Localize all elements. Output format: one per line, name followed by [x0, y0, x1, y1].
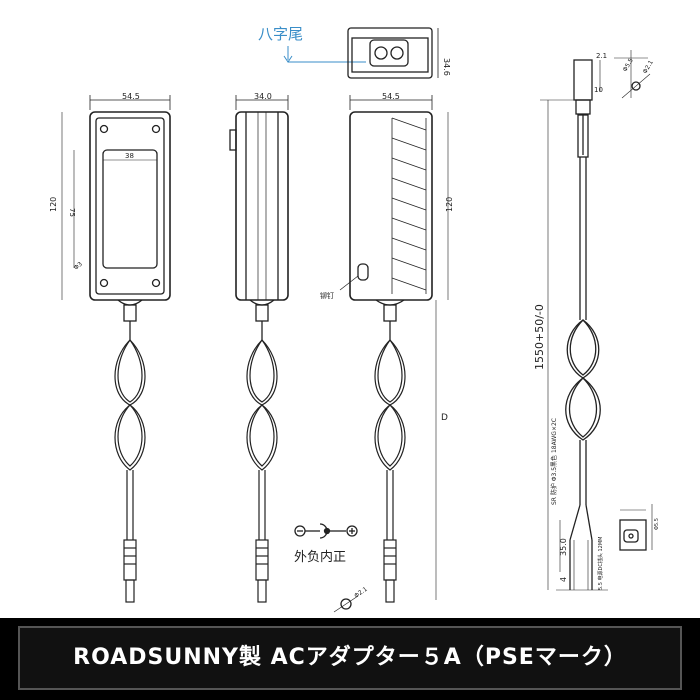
top-dim-21b: Φ2.1 — [642, 59, 655, 75]
product-title: ROADSUNNY製 ACアダプター５A（PSEマーク） — [18, 626, 682, 690]
hole-dim: Φ3 — [73, 261, 84, 272]
top-dim-10: 10 — [594, 86, 603, 94]
cable-spec-note: SR 防护 Φ3.5黑色 18AWG×2C — [550, 418, 558, 505]
side-view: 34.0 — [229, 92, 289, 340]
socket-height-dim: 34.6 — [442, 58, 451, 76]
back-view: 54.5 铆钉 120 — [320, 92, 454, 340]
plug-length-dim: 35.0 — [559, 538, 568, 556]
plug-small-note: Φ5.5 — [654, 518, 660, 530]
bottom-note: Φ2.1 — [353, 586, 369, 600]
top-dim-21: 2.1 — [596, 52, 607, 60]
plug-end-symbol: Φ2.1 — [333, 586, 369, 613]
top-dim-55: Φ5.5 — [622, 57, 635, 73]
vent-slots — [391, 117, 427, 294]
polarity-symbol: 外负内正 — [294, 523, 358, 565]
cable-length-dim: 1550+50/-0 — [533, 304, 546, 370]
side-width-dim: 34.0 — [254, 92, 272, 101]
polarity-label: 外负内正 — [294, 549, 346, 565]
cable-d-dim: D — [441, 413, 448, 423]
tip-dim: 4 — [559, 577, 568, 582]
front-height-dim: 120 — [49, 197, 58, 212]
cable-length-view: 2.1 10 Φ5.5 Φ2.1 1550+50/-0 SR 防护 Φ3.5黑色… — [533, 50, 660, 591]
connector-view: 八字尾 34.6 — [258, 25, 451, 79]
back-width-dim: 54.5 — [382, 92, 400, 101]
back-height-dim: 120 — [445, 197, 454, 212]
front-width-dim: 54.5 — [122, 92, 140, 101]
plug-spec-note: 5.5 电源DC插头 12MM — [597, 537, 604, 590]
technical-drawing: 八字尾 34.6 54.5 38 75 120 Φ3 — [49, 25, 660, 613]
connector-type-label: 八字尾 — [258, 25, 303, 43]
front-view: 54.5 38 75 120 Φ3 — [49, 92, 171, 340]
inner-height-dim: 75 — [68, 208, 76, 217]
cable-coils: D — [114, 300, 448, 603]
vent-label: 铆钉 — [320, 291, 334, 300]
inner-width-dim: 38 — [125, 152, 134, 160]
